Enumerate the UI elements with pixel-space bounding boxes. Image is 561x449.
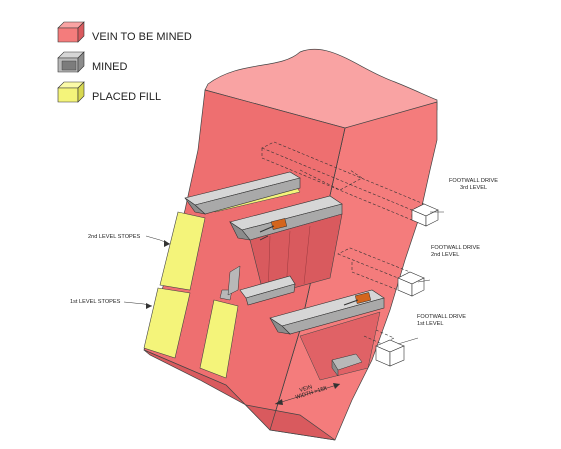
label-footwall-1st-title: FOOTWALL DRIVE: [417, 314, 466, 320]
footwall-drives: [261, 141, 439, 367]
label-vein-width-title: VEIN: [299, 384, 313, 394]
fill-upper-column: [159, 211, 206, 291]
placed-fill: [143, 184, 301, 379]
vein-top-face: [204, 48, 438, 129]
legend-label-mined: MINED: [92, 61, 128, 73]
label-footwall-1st-level: 1st LEVEL: [417, 321, 443, 327]
legend-swatch-mined: [57, 51, 85, 73]
fill-lower-column-right: [199, 299, 239, 379]
machine-upper: [259, 218, 288, 241]
legend-label-vein: VEIN TO BE MINED: [92, 31, 192, 43]
label-footwall-2nd-title: FOOTWALL DRIVE: [431, 245, 480, 251]
footwall-drive-3rd: [261, 141, 439, 227]
legend-label-fill: PLACED FILL: [92, 91, 161, 103]
machine-lower: [343, 292, 372, 306]
label-2nd-level-stopes: 2nd LEVEL STOPES: [88, 234, 141, 240]
legend-swatch-vein: [57, 21, 85, 43]
fill-lower-column-left: [143, 287, 191, 359]
mined-excavations: [184, 171, 385, 381]
footwall-drive-2nd: [337, 247, 425, 297]
legend-swatch-fill: [57, 81, 85, 103]
label-footwall-2nd-level: 2nd LEVEL: [431, 252, 459, 258]
vein-bottom-face: [143, 349, 336, 441]
label-footwall-3rd-title: FOOTWALL DRIVE: [449, 178, 498, 184]
footwall-drive-1st: [363, 329, 405, 367]
mining-machines: [259, 218, 372, 306]
label-1st-level-stopes: 1st LEVEL STOPES: [70, 299, 121, 305]
label-footwall-3rd-level: 3rd LEVEL: [460, 185, 487, 191]
callout-arrows: [146, 240, 170, 309]
legend: VEIN TO BE MINED MINED PLACED FILL: [57, 21, 192, 103]
